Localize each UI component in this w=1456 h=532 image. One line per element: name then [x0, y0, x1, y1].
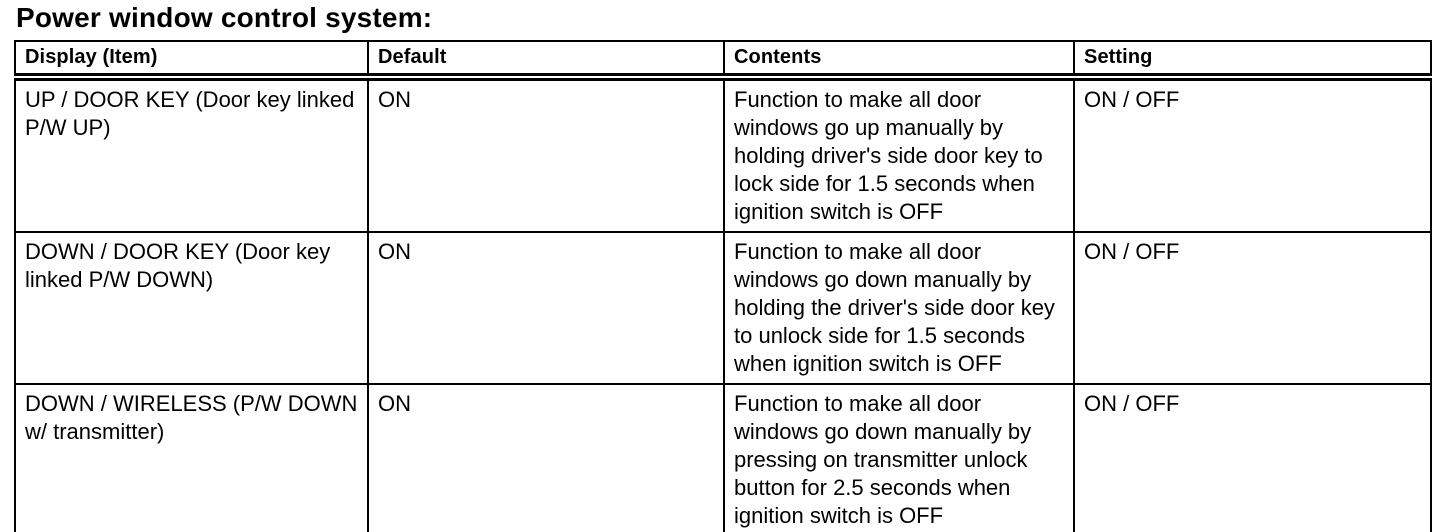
column-header-default: Default — [367, 40, 725, 81]
cell-display-item: DOWN / WIRELESS (P/W DOWN w/ transmitter… — [14, 383, 369, 532]
column-header-contents: Contents — [723, 40, 1075, 81]
table-row: DOWN / DOOR KEY (Door key linked P/W DOW… — [14, 231, 1432, 385]
column-header-display-item: Display (Item) — [14, 40, 369, 81]
cell-setting-options: ON / OFF — [1073, 76, 1432, 233]
cell-display-item: UP / DOOR KEY (Door key linked P/W UP) — [14, 76, 369, 233]
cell-contents-description: Function to make all door windows go dow… — [723, 231, 1075, 385]
cell-default-value: ON — [367, 231, 725, 385]
cell-contents-description: Function to make all door windows go up … — [723, 76, 1075, 233]
cell-default-value: ON — [367, 383, 725, 532]
cell-setting-options: ON / OFF — [1073, 231, 1432, 385]
table-row: DOWN / WIRELESS (P/W DOWN w/ transmitter… — [14, 383, 1432, 532]
cell-contents-description: Function to make all door windows go dow… — [723, 383, 1075, 532]
page-title: Power window control system: — [16, 2, 433, 33]
power-window-settings-table: Display (Item) Default Contents Setting … — [14, 40, 1432, 532]
column-header-setting: Setting — [1073, 40, 1432, 81]
cell-display-item: DOWN / DOOR KEY (Door key linked P/W DOW… — [14, 231, 369, 385]
table-row: UP / DOOR KEY (Door key linked P/W UP) O… — [14, 76, 1432, 233]
table-header-row: Display (Item) Default Contents Setting — [14, 40, 1432, 81]
cell-default-value: ON — [367, 76, 725, 233]
cell-setting-options: ON / OFF — [1073, 383, 1432, 532]
